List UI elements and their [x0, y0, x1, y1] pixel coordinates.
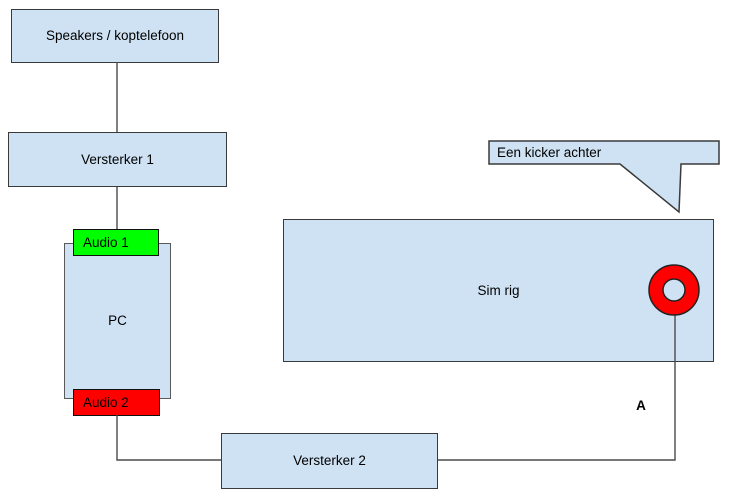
- point-a-label: A: [636, 398, 646, 413]
- node-sim-rig: Sim rig: [283, 219, 714, 362]
- node-versterker-2-label: Versterker 2: [293, 453, 366, 469]
- node-speakers-label: Speakers / koptelefoon: [45, 28, 185, 44]
- connector-audio2-versterker2: [116, 415, 221, 461]
- node-pc-label: PC: [108, 313, 127, 329]
- node-pc: PC: [64, 243, 171, 399]
- node-versterker-2: Versterker 2: [221, 433, 438, 489]
- node-versterker-1: Versterker 1: [8, 132, 227, 187]
- node-speakers: Speakers / koptelefoon: [11, 9, 219, 63]
- callout-label: Een kicker achter: [497, 145, 602, 160]
- port-audio-2: Audio 2: [73, 389, 160, 416]
- port-audio-1-label: Audio 1: [83, 234, 129, 250]
- node-sim-rig-label: Sim rig: [477, 282, 520, 298]
- port-audio-2-label: Audio 2: [83, 394, 129, 410]
- node-versterker-1-label: Versterker 1: [81, 151, 154, 167]
- port-audio-1: Audio 1: [73, 229, 159, 256]
